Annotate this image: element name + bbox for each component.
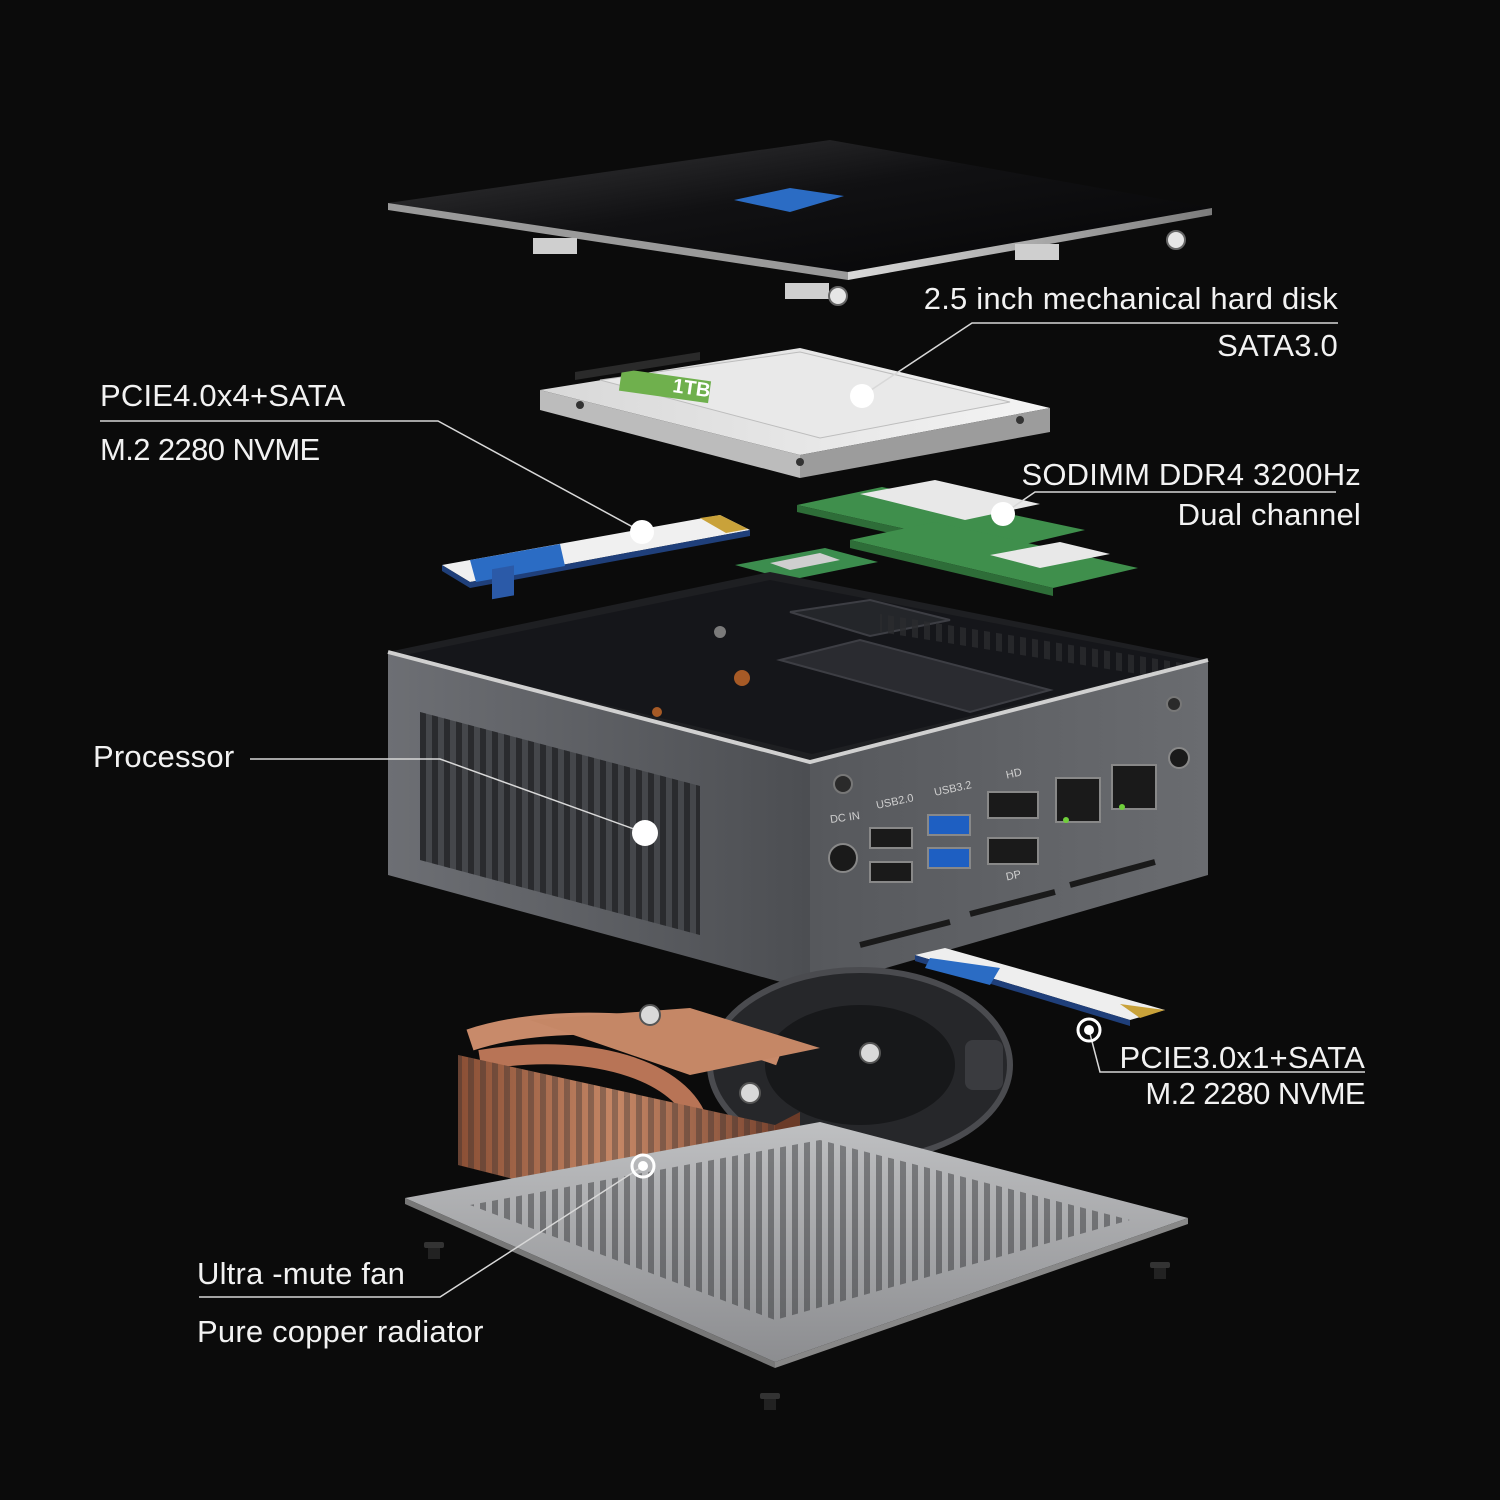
usb3-port <box>927 847 971 869</box>
callout-dots <box>630 384 1102 1179</box>
nvme-top-leader-line <box>100 420 643 533</box>
ethernet-port <box>1055 777 1101 823</box>
ethernet-port <box>1111 764 1157 810</box>
hdd-capacity: 1TB <box>671 375 711 402</box>
nvme-bottom-callout-title: PCIE3.0x1+SATA <box>1119 1040 1365 1075</box>
callout-lines <box>100 322 1365 1298</box>
bottom-plate <box>405 1122 1188 1410</box>
nvme-ssd-top <box>442 515 750 588</box>
processor-callout-title: Processor <box>93 739 235 774</box>
ram-callout-subtitle: Dual channel <box>1177 497 1361 532</box>
ram-leader-line <box>1002 491 1336 515</box>
cooling-callout-dot <box>630 1153 656 1179</box>
processor-callout-dot <box>632 820 658 846</box>
usb2-port <box>869 861 913 883</box>
hdd-label-stripe <box>618 368 712 404</box>
dc-in-port <box>828 843 858 873</box>
hdd-callout-subtitle: SATA3.0 <box>1217 328 1338 363</box>
screw-icon <box>1166 696 1182 712</box>
lid-tab <box>533 238 577 254</box>
screw-icon <box>828 286 848 306</box>
ram-callout-dot <box>991 502 1015 526</box>
hard-disk: 1TB <box>540 348 1050 478</box>
nvme-bottom-leader-line <box>1088 1029 1365 1073</box>
screw-icon <box>1166 230 1186 250</box>
usb2-port <box>869 827 913 849</box>
side-vents <box>420 712 700 935</box>
ram-callout-title: SODIMM DDR4 3200Hz <box>1021 457 1361 492</box>
usb3-port <box>927 814 971 836</box>
hdmi-port <box>987 791 1039 819</box>
nvme-bottom-callout-dot <box>1076 1017 1102 1043</box>
screw-icon <box>1150 1262 1170 1279</box>
ram-modules <box>797 480 1138 596</box>
top-lid <box>388 140 1212 306</box>
processor-leader-line <box>250 758 646 834</box>
nvme-ssd-bottom <box>915 948 1165 1026</box>
screw-icon <box>424 1242 444 1259</box>
lid-tab <box>1015 244 1059 260</box>
wifi-card <box>735 548 878 580</box>
audio-jack <box>1168 747 1190 769</box>
hdd-leader-line <box>861 322 1338 397</box>
displayport-port <box>987 837 1039 865</box>
nvme-top-callout-title: PCIE4.0x4+SATA <box>100 378 346 413</box>
nvme-top-callout-subtitle: M.2 2280 NVME <box>100 432 320 467</box>
cooling-callout-subtitle: Pure copper radiator <box>197 1314 484 1349</box>
screw-icon <box>760 1393 780 1410</box>
front-ports <box>828 696 1190 883</box>
lid-tab <box>785 283 829 299</box>
nvme-bottom-callout-subtitle: M.2 2280 NVME <box>1145 1076 1365 1111</box>
cooling-leader-line <box>199 1165 644 1298</box>
cooling-callout-title: Ultra -mute fan <box>197 1256 406 1291</box>
nvme-top-callout-dot <box>630 520 654 544</box>
chassis <box>387 565 1209 990</box>
lid-badge <box>734 188 844 212</box>
power-button-icon <box>833 774 853 794</box>
hdd-callout-title: 2.5 inch mechanical hard disk <box>923 281 1338 316</box>
hdd-callout-dot <box>850 384 874 408</box>
